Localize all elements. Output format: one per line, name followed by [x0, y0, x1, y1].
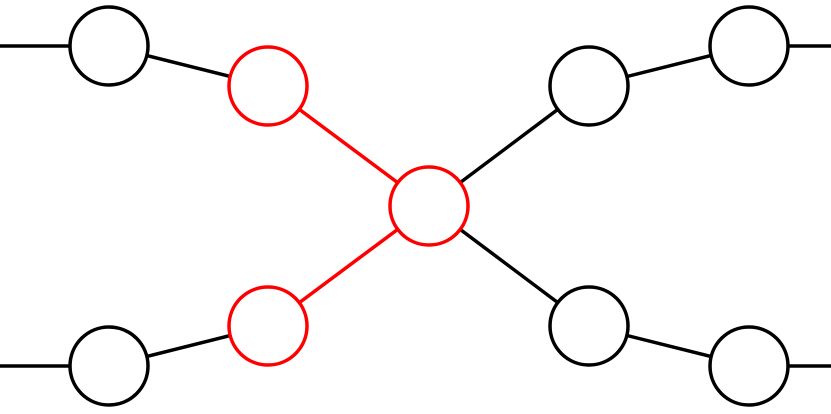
node-upper-right-outer: [708, 5, 790, 87]
node-upper-left-inner: [227, 45, 309, 127]
node-upper-left-outer: [68, 5, 150, 87]
node-center: [388, 165, 470, 247]
node-lower-left-outer: [68, 325, 150, 407]
node-upper-right-inner: [548, 45, 630, 127]
node-lower-left-inner: [227, 285, 309, 367]
nodes-layer: [68, 5, 790, 407]
node-lower-right-inner: [548, 285, 630, 367]
node-lower-right-outer: [708, 325, 790, 407]
